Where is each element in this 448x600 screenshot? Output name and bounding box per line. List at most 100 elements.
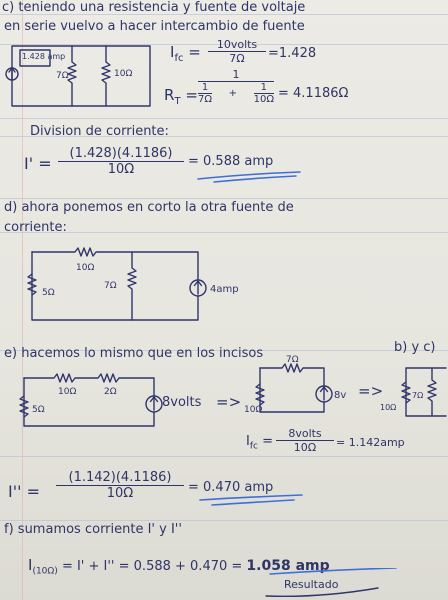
ifc-e-lhs: Ifc = [246,434,273,452]
i2-fraction: (1.142)(4.1186) 10Ω [56,470,184,501]
circuit-d-label-4amp: 4amp [210,284,239,295]
section-c-heading: c) teniendo una resistencia y fuente de … [2,0,305,15]
i1-denominator: 10Ω [107,162,135,177]
rt-c-term-b-den: 10Ω [253,94,274,105]
arrow-equivalent-1: => [216,393,242,411]
i2-numerator: (1.142)(4.1186) [56,470,184,486]
circuit-c-label-10ohm: 10Ω [114,69,132,79]
i1-underline-mark [197,171,301,183]
arrow-equivalent-2: => [358,382,384,400]
result-label: Resultado [284,578,339,591]
i2-denominator: 10Ω [106,486,134,501]
circuit-e3-label-7ohm: 7Ω [412,391,423,400]
rt-c-plus: + [228,88,238,99]
rt-c-term-a-den: 7Ω [198,94,213,105]
resistor-7ohm-e3 [427,367,437,417]
resistor-5ohm [27,273,37,296]
circuit-e1-label-10ohm: 10Ω [58,387,76,397]
circuit-e1-label-8volts: 8volts [162,395,202,410]
resistor-10ohm-e3 [401,381,411,404]
final-sum-subscript: (10Ω) [32,566,58,577]
section-c-heading-text: teniendo una resistencia y fuente de vol… [18,0,306,15]
circuit-e2-label-7ohm: 7Ω [286,355,299,365]
resistor-10ohm-e2 [255,383,265,406]
circuit-d-top-wire [31,247,199,281]
ruled-line [0,520,448,521]
resistor-10ohm [101,45,111,107]
section-c-heading-line2: en serie vuelvo a hacer intercambio de f… [4,19,305,34]
circuit-e2-top-wire [259,363,325,387]
ifc-c-result: =1.428 [268,46,317,61]
section-c-marker: c) [2,0,15,15]
circuit-e2-diagram: 7Ω 10Ω 8v [244,355,346,415]
rt-c-lhs: RT = [164,86,198,107]
circuit-e1-label-5ohm: 5Ω [32,405,45,415]
page-margin-line [22,0,23,600]
i1-result: = 0.588 amp [188,154,274,169]
ruled-line [0,44,448,45]
circuit-d-bottom-wire [31,251,199,321]
rt-c-term-b-num: 1 [253,82,274,94]
ruled-line [0,232,448,233]
ifc-e-numerator: 8volts [276,427,334,441]
circuit-d-label-10ohm: 10Ω [76,263,94,273]
current-arrow-icon [319,386,329,401]
circuit-c-diagram: 1.428 amp 7Ω 10Ω [5,45,151,107]
final-sum-symbol: I [28,556,33,574]
rt-c-term-b: 1 10Ω [253,82,274,105]
result-annotation-mark [265,568,397,598]
ifc-e-fraction: 8volts 10Ω [276,427,334,454]
current-divider-heading: Division de corriente: [30,124,169,139]
resistor-7ohm [67,45,77,107]
final-sum-result: 1.058 amp [246,558,330,574]
section-e-marker: e) [4,346,18,361]
section-d-heading-line2: corriente: [4,220,67,235]
ifc-e-result: = 1.142amp [336,436,405,449]
ifc-c-fraction: 10volts 7Ω [208,38,266,65]
ruled-line [0,136,448,137]
section-f-heading: f) sumamos corriente I' y I'' [4,522,182,537]
circuit-c-label-7ohm: 7Ω [56,71,69,81]
section-f-heading-text: sumamos corriente I' y I'' [17,522,182,537]
circuit-e2-label-8v: 8v [334,390,346,401]
ifc-c-symbol: I [170,43,175,61]
resistor-5ohm-e [19,395,29,418]
circuit-c-wires [11,45,151,107]
section-d-heading-text: ahora ponemos en corto la otra fuente de [21,200,294,215]
section-e-heading-text: hacemos lo mismo que en los incisos [21,346,264,361]
circuit-e1-top-wire [23,373,155,397]
current-arrow-icon [8,67,16,80]
rt-c-symbol: R [164,86,175,104]
circuit-e1-bottom-wire [23,377,155,427]
circuit-e1-diagram: 10Ω 2Ω 5Ω [19,373,163,427]
circuit-e3-diagram: 10Ω 7Ω [380,367,447,417]
final-sum-rhs: = I' + I'' = 0.588 + 0.470 = [61,559,243,574]
ifc-c-numerator: 10volts [208,38,266,52]
ruled-line [0,350,448,351]
section-f-marker: f) [4,522,14,537]
ruled-line [0,118,448,119]
rt-c-numerator: 1 [198,68,274,82]
ifc-e-denominator: 10Ω [293,441,317,454]
source-e2 [315,385,333,403]
section-e-heading-tail: b) y c) [394,340,436,355]
circuit-c-label-current: 1.428 amp [22,52,65,61]
i1-numerator: (1.428)(4.1186) [58,146,184,162]
i2-result: = 0.470 amp [188,480,274,495]
circuit-d-label-7ohm: 7Ω [104,281,117,291]
rt-c-subscript: T [174,96,181,107]
i2-underline-mark [199,494,303,506]
i1-fraction: (1.428)(4.1186) 10Ω [58,146,184,177]
ruled-line [0,198,448,199]
rt-c-term-a: 1 7Ω [198,82,213,105]
ifc-c-lhs: Ifc = [170,43,201,64]
circuit-e1-label-2ohm: 2Ω [104,387,117,397]
circuit-e3-label-10ohm: 10Ω [380,403,396,412]
i1-lhs: I' = [24,154,52,173]
source-8v-e [145,395,163,413]
rt-c-term-a-num: 1 [198,82,213,94]
section-e-heading: e) hacemos lo mismo que en los incisos [4,346,263,361]
current-source-d [189,279,207,297]
ifc-c-denominator: 7Ω [229,52,245,65]
